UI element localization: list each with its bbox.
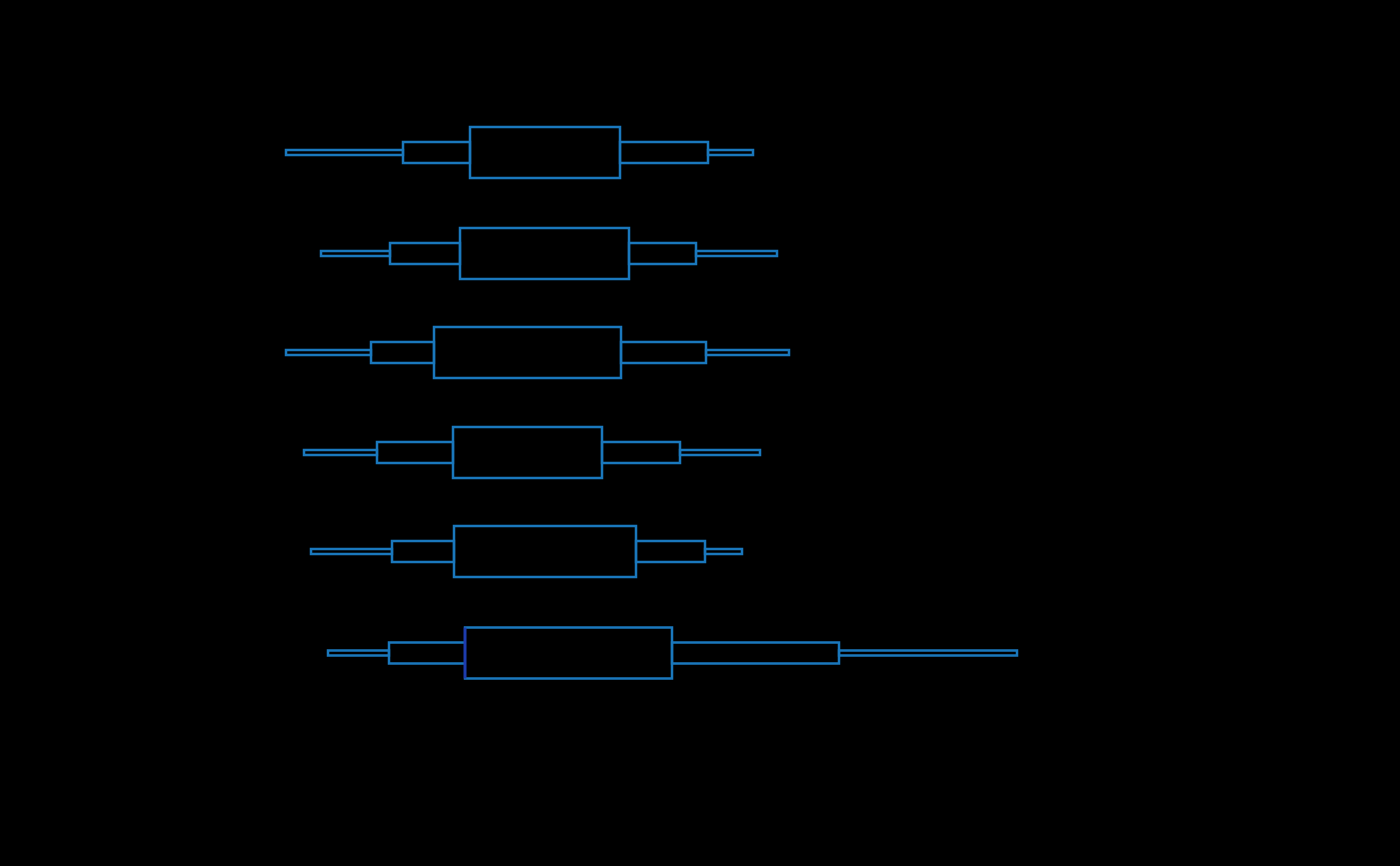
upper-whisker-box xyxy=(704,348,791,357)
iqr-box xyxy=(452,524,638,579)
iqr-box xyxy=(468,125,622,180)
upper-mid-box xyxy=(619,340,708,365)
boxen-row xyxy=(326,626,1019,680)
boxen-row xyxy=(302,425,762,480)
lower-mid-box xyxy=(387,641,467,665)
upper-mid-box xyxy=(618,140,710,165)
lower-whisker-box xyxy=(302,448,379,457)
iqr-box xyxy=(432,325,623,380)
upper-whisker-box xyxy=(694,249,779,258)
upper-whisker-box xyxy=(678,448,762,457)
upper-mid-box xyxy=(627,241,698,266)
upper-mid-box xyxy=(600,440,682,465)
lower-whisker-box xyxy=(309,547,394,556)
iqr-box xyxy=(458,226,631,281)
boxen-row xyxy=(284,325,791,380)
upper-whisker-box xyxy=(837,649,1019,657)
lower-mid-box xyxy=(375,440,455,465)
lower-whisker-box xyxy=(284,348,373,357)
boxen-row xyxy=(284,125,755,180)
iqr-box xyxy=(451,425,604,480)
lower-whisker-box xyxy=(319,249,392,258)
lower-mid-box xyxy=(388,241,462,266)
lower-mid-box xyxy=(369,340,436,365)
upper-mid-box xyxy=(634,539,707,564)
lower-mid-box xyxy=(390,539,456,564)
lower-whisker-box xyxy=(326,649,391,657)
upper-mid-box xyxy=(670,641,841,665)
upper-whisker-box xyxy=(703,547,744,556)
lower-mid-box xyxy=(401,140,472,165)
iqr-box xyxy=(463,626,674,680)
boxen-row xyxy=(309,524,744,579)
lower-whisker-box xyxy=(284,148,405,157)
upper-whisker-box xyxy=(706,148,755,157)
boxen-row xyxy=(319,226,779,281)
